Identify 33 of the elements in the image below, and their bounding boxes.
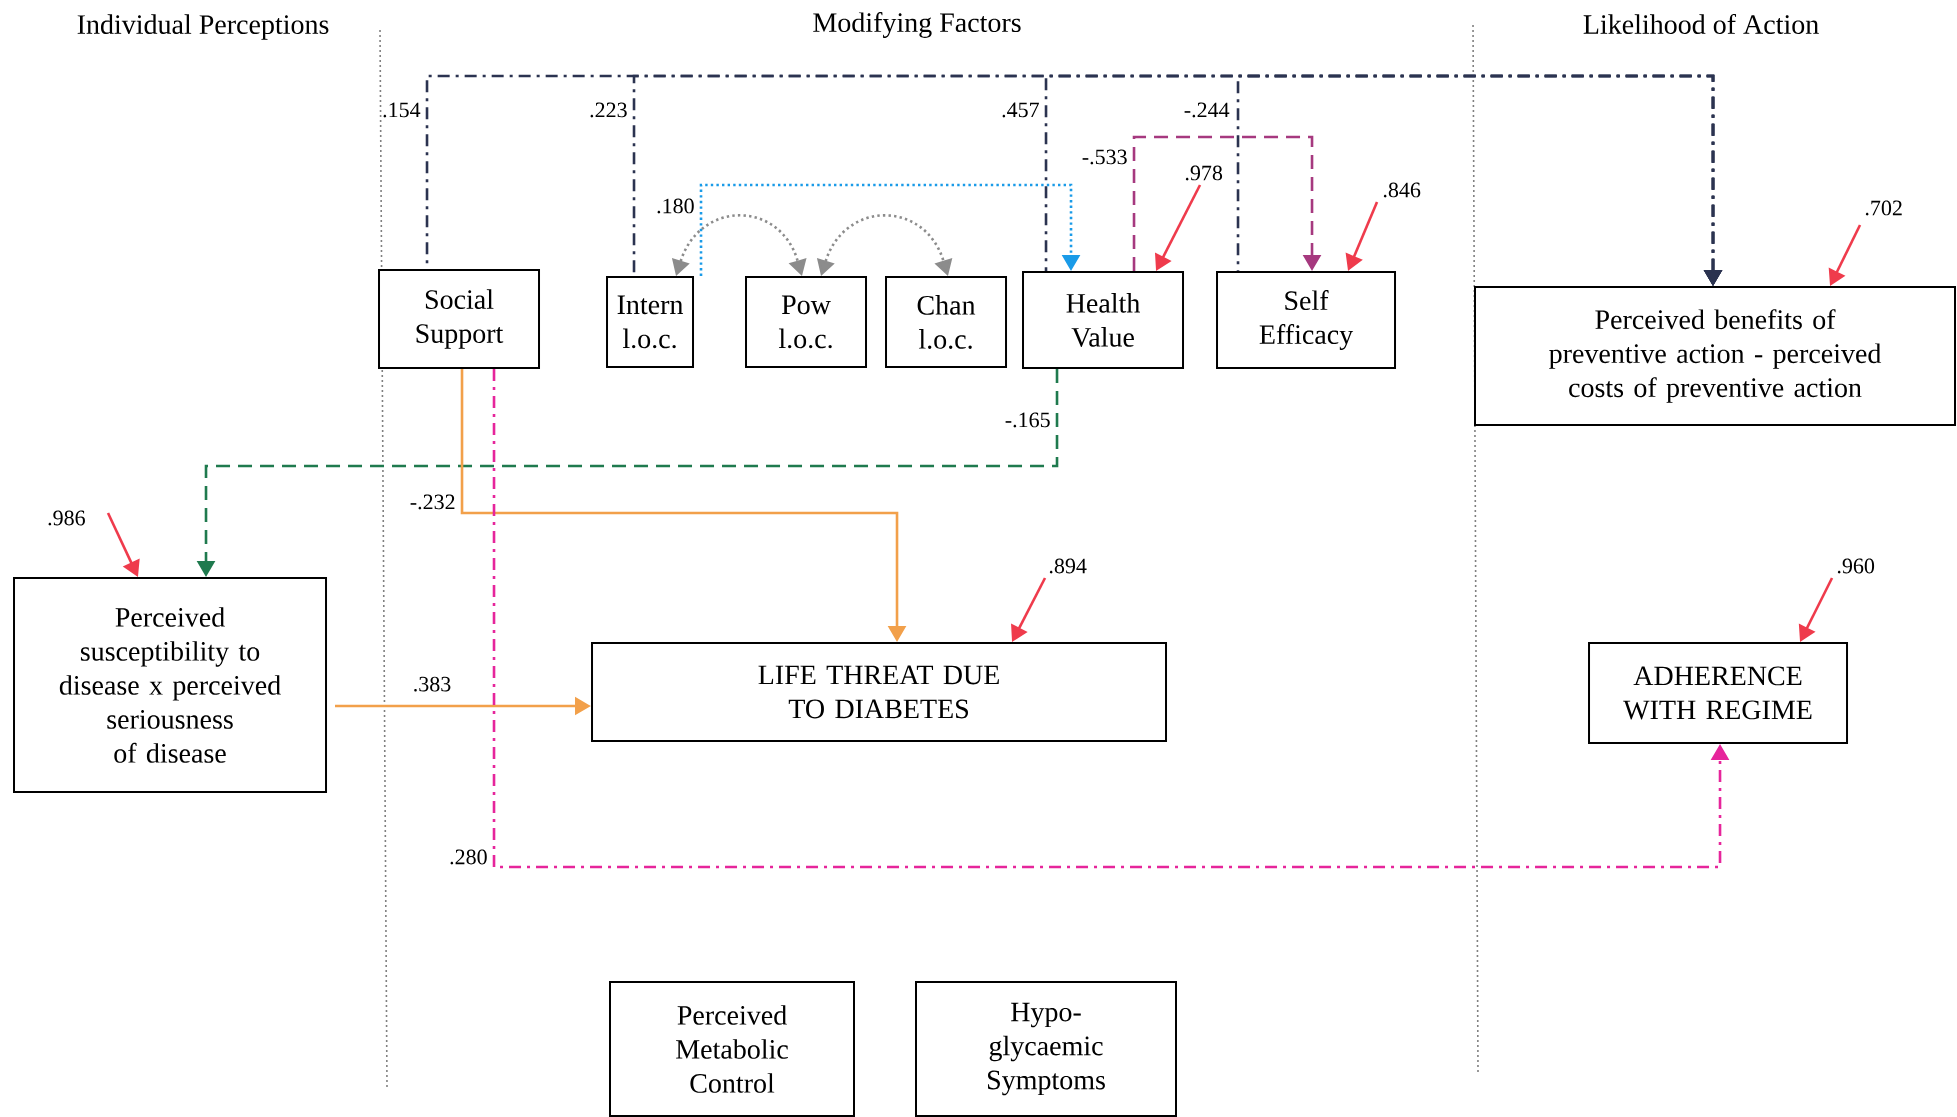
edge-label: .846 bbox=[1383, 182, 1421, 198]
edge-label: .894 bbox=[1049, 558, 1087, 574]
column-heading: Modifying Factors bbox=[813, 12, 1021, 38]
edge-label: .457 bbox=[1002, 102, 1039, 118]
text-box: Pow l.o.c. bbox=[745, 276, 867, 368]
edge-label: -.165 bbox=[1005, 412, 1050, 428]
text-box: Intern l.o.c. bbox=[606, 276, 694, 368]
column-heading: Individual Perceptions bbox=[77, 14, 329, 40]
text-box: ADHERENCE WITH REGIME bbox=[1588, 642, 1848, 744]
edge-label: -.232 bbox=[410, 494, 455, 510]
arrow bbox=[1132, 135, 1322, 271]
edge-label: -.533 bbox=[1082, 149, 1127, 165]
edge-label: -.244 bbox=[1184, 102, 1230, 118]
edge-label: .702 bbox=[1865, 200, 1902, 216]
edge-label: .960 bbox=[1837, 558, 1875, 574]
text-box: Chan l.o.c. bbox=[885, 276, 1007, 368]
text-box: LIFE THREAT DUE TO DIABETES bbox=[591, 642, 1167, 742]
text-box: Perceived benefits of preventive action - perceived costs of preventive action bbox=[1474, 286, 1956, 426]
edge-label: .978 bbox=[1185, 165, 1223, 181]
arrow bbox=[699, 183, 1081, 276]
edge-label: .180 bbox=[657, 198, 694, 214]
text-box: Perceived susceptibility to disease x perceived seriousness of disease bbox=[13, 577, 327, 793]
text-box: Hypo- glycaemic Symptoms bbox=[915, 981, 1177, 1117]
edge-label: .280 bbox=[450, 849, 487, 865]
text-box: Health Value bbox=[1022, 271, 1184, 369]
edge-label: .223 bbox=[590, 102, 627, 118]
edge-label: .154 bbox=[383, 102, 421, 118]
text-box: Perceived Metabolic Control bbox=[609, 981, 855, 1117]
edge-label: .383 bbox=[414, 676, 451, 692]
edge-label: .986 bbox=[48, 510, 85, 526]
text-box: Self Efficacy bbox=[1216, 271, 1396, 369]
text-box: Social Support bbox=[378, 269, 540, 369]
column-heading: Likelihood of Action bbox=[1583, 14, 1819, 34]
